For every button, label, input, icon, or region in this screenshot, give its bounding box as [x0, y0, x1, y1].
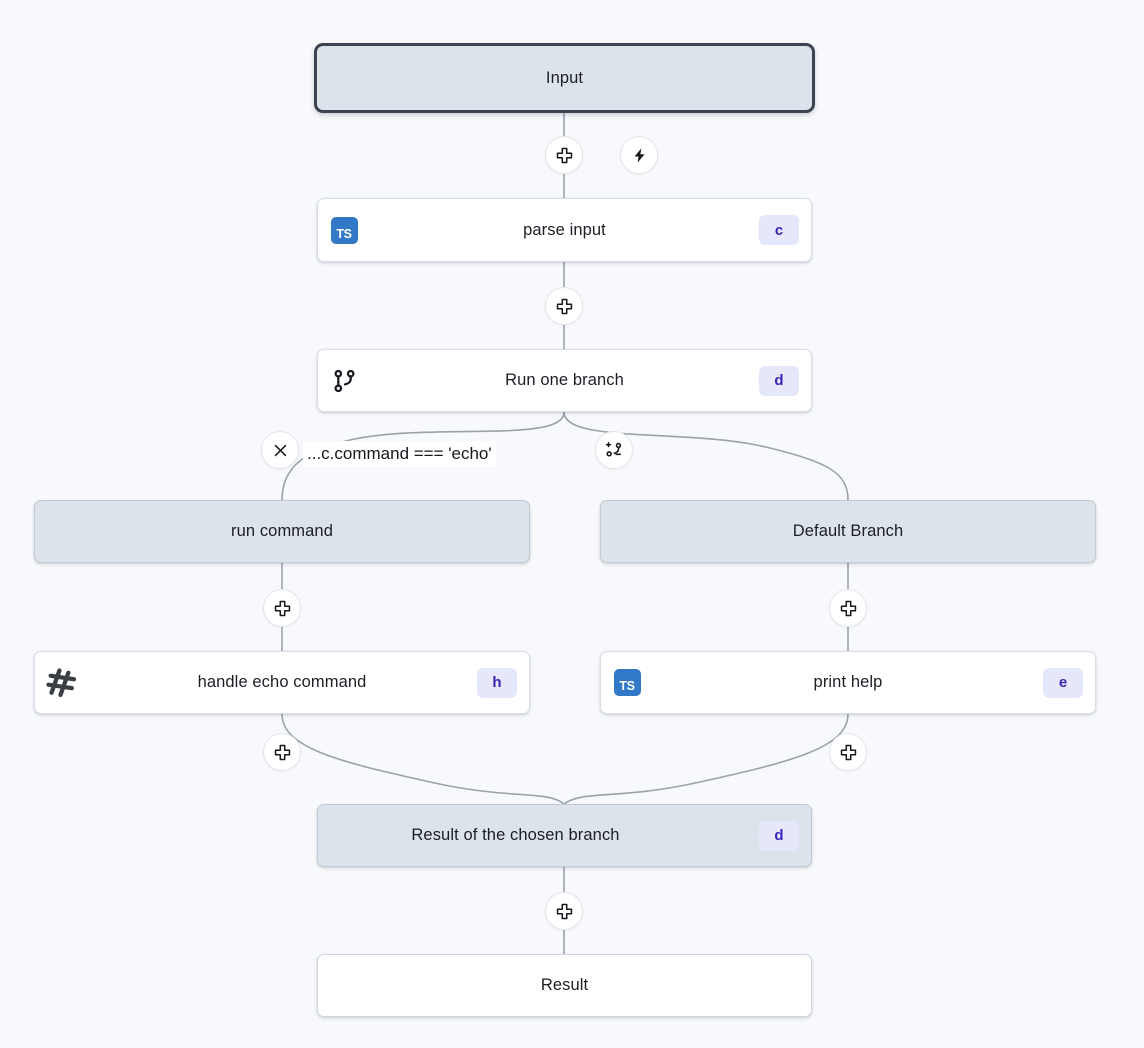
node-run-one-branch[interactable]: Run one branch d — [317, 349, 812, 412]
plus-icon — [556, 147, 572, 163]
node-handle-echo-command-label: handle echo command — [197, 673, 367, 691]
node-print-help-badge[interactable]: e — [1043, 667, 1083, 698]
plus-icon — [274, 744, 290, 760]
node-default-branch[interactable]: Default Branch — [600, 500, 1096, 563]
node-default-branch-label: Default Branch — [792, 522, 904, 540]
remove-branch-button[interactable] — [261, 431, 299, 469]
branch-condition-label[interactable]: ...c.command === 'echo' — [303, 441, 496, 467]
node-input-label: Input — [545, 68, 584, 87]
edge-print-help-to-branch-result — [563, 713, 849, 805]
node-run-command-label: run command — [231, 522, 333, 540]
add-step-button-after-run-command[interactable] — [263, 589, 301, 627]
tilted-hash-icon — [46, 667, 77, 697]
node-input[interactable]: Input — [314, 43, 815, 113]
add-step-button-after-input[interactable] — [545, 136, 583, 174]
add-step-button-after-handle-echo[interactable] — [263, 733, 301, 771]
node-handle-echo-command[interactable]: handle echo command h — [34, 651, 530, 714]
node-run-command[interactable]: run command — [34, 500, 530, 563]
node-parse-input-label: parse input — [523, 220, 606, 239]
branch-plus-icon — [605, 442, 622, 457]
node-run-one-branch-label: Run one branch — [505, 371, 624, 389]
add-step-button-after-print-help[interactable] — [829, 733, 867, 771]
typescript-icon: TS — [318, 216, 370, 244]
plus-icon — [840, 600, 856, 616]
lightning-bolt-icon — [634, 147, 644, 163]
plus-icon — [556, 298, 572, 314]
branch-icon — [318, 367, 370, 395]
node-parse-input[interactable]: TS parse input c — [317, 198, 812, 262]
hash-icon — [35, 667, 87, 699]
node-parse-input-badge[interactable]: c — [759, 215, 799, 245]
node-result[interactable]: Result — [317, 954, 812, 1017]
plus-icon — [556, 903, 572, 919]
edge-handle-echo-to-branch-result — [281, 713, 565, 805]
close-icon — [274, 444, 286, 456]
node-run-one-branch-badge[interactable]: d — [759, 365, 799, 396]
add-branch-button[interactable] — [595, 431, 633, 469]
plus-icon — [274, 600, 290, 616]
node-print-help-label: print help — [813, 673, 883, 691]
plus-icon — [840, 744, 856, 760]
add-step-button-after-branch-result[interactable] — [545, 892, 583, 930]
node-branch-result[interactable]: Result of the chosen branch d — [317, 804, 812, 867]
add-step-button-after-parse-input[interactable] — [545, 287, 583, 325]
node-branch-result-badge[interactable]: d — [759, 820, 799, 851]
node-result-label: Result — [540, 976, 589, 994]
add-step-button-after-default-branch[interactable] — [829, 589, 867, 627]
node-print-help[interactable]: TS print help e — [600, 651, 1096, 714]
trigger-button[interactable] — [620, 136, 658, 174]
node-branch-result-label: Result of the chosen branch — [411, 826, 620, 844]
typescript-icon: TS — [601, 669, 653, 696]
node-handle-echo-command-badge[interactable]: h — [477, 667, 517, 698]
git-branch-icon — [333, 369, 355, 392]
